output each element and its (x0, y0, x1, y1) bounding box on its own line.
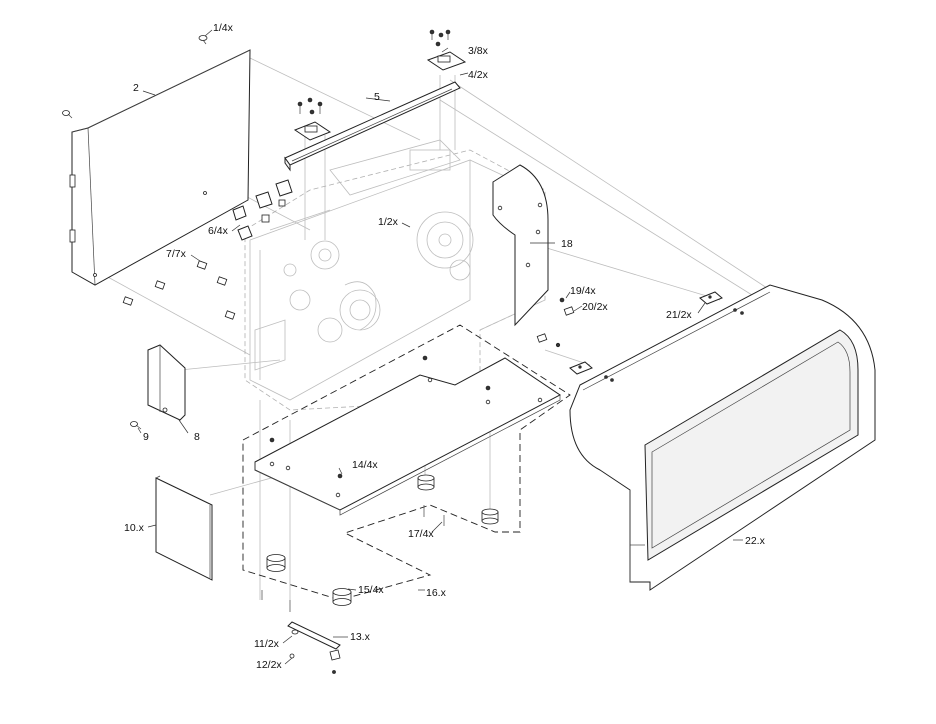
part-7-blocks (122, 260, 236, 320)
callout-1: 1/4x (213, 22, 234, 34)
callout-1-second: 1/2x (378, 216, 399, 228)
part-8-side-cover (147, 344, 186, 421)
callout-13: 13.x (350, 631, 371, 643)
printer-chassis (244, 139, 546, 411)
callout-2: 2 (133, 82, 139, 94)
callout-6: 6/4x (208, 225, 229, 237)
part-17-screws (261, 505, 445, 612)
part-2-left-cover (69, 49, 251, 286)
callout-4: 4/2x (468, 69, 489, 81)
part-14-screws (269, 355, 491, 479)
part-3-screws-left (297, 97, 323, 115)
part-18-side-plate (492, 164, 549, 327)
callout-8: 8 (194, 431, 200, 443)
callout-20: 20/2x (582, 301, 608, 313)
base-plate (254, 357, 561, 516)
part-1-screw-left (62, 110, 73, 119)
part-1-screw-top (198, 35, 208, 45)
part-13-strip (287, 621, 341, 650)
callout-11: 11/2x (254, 638, 280, 650)
alignment-guides (94, 57, 771, 600)
part-4-bracket-left (293, 121, 332, 141)
part-10-panel (155, 475, 213, 581)
part-11-screw (291, 629, 299, 635)
part-21-plates (569, 291, 723, 375)
part-9-screw (130, 421, 142, 430)
callout-10: 10.x (124, 522, 145, 534)
callout-15: 15/4x (358, 584, 384, 596)
leader-lines (137, 29, 743, 665)
part-6-clips (232, 179, 293, 241)
callout-21: 21/2x (666, 309, 692, 321)
callout-19: 19/4x (570, 285, 596, 297)
callout-9: 9 (143, 431, 149, 443)
callout-17: 17/4x (408, 528, 434, 540)
callout-16: 16.x (426, 587, 447, 599)
part-19-screw (559, 297, 565, 303)
callout-22: 22.x (745, 535, 766, 547)
callout-18: 18 (561, 238, 573, 250)
callout-3: 3/8x (468, 45, 489, 57)
part-16-base-outline (242, 324, 571, 601)
part-4-bracket-right (426, 51, 467, 71)
callout-7: 7/7x (166, 248, 187, 260)
part-20-spacers (536, 306, 575, 348)
callout-5: 5 (374, 91, 380, 103)
callout-labels: 1/4x 2 3/8x 4/2x 5 6/4x 7/7x 8 9 10.x 11… (124, 22, 766, 671)
part-22-cover (569, 284, 876, 591)
callout-12: 12/2x (256, 659, 282, 671)
callout-14: 14/4x (352, 459, 378, 471)
part-12-clip (289, 649, 341, 674)
part-3-screws-right (429, 29, 451, 47)
part-5-rail (284, 81, 461, 172)
part-15-feet (266, 474, 499, 606)
